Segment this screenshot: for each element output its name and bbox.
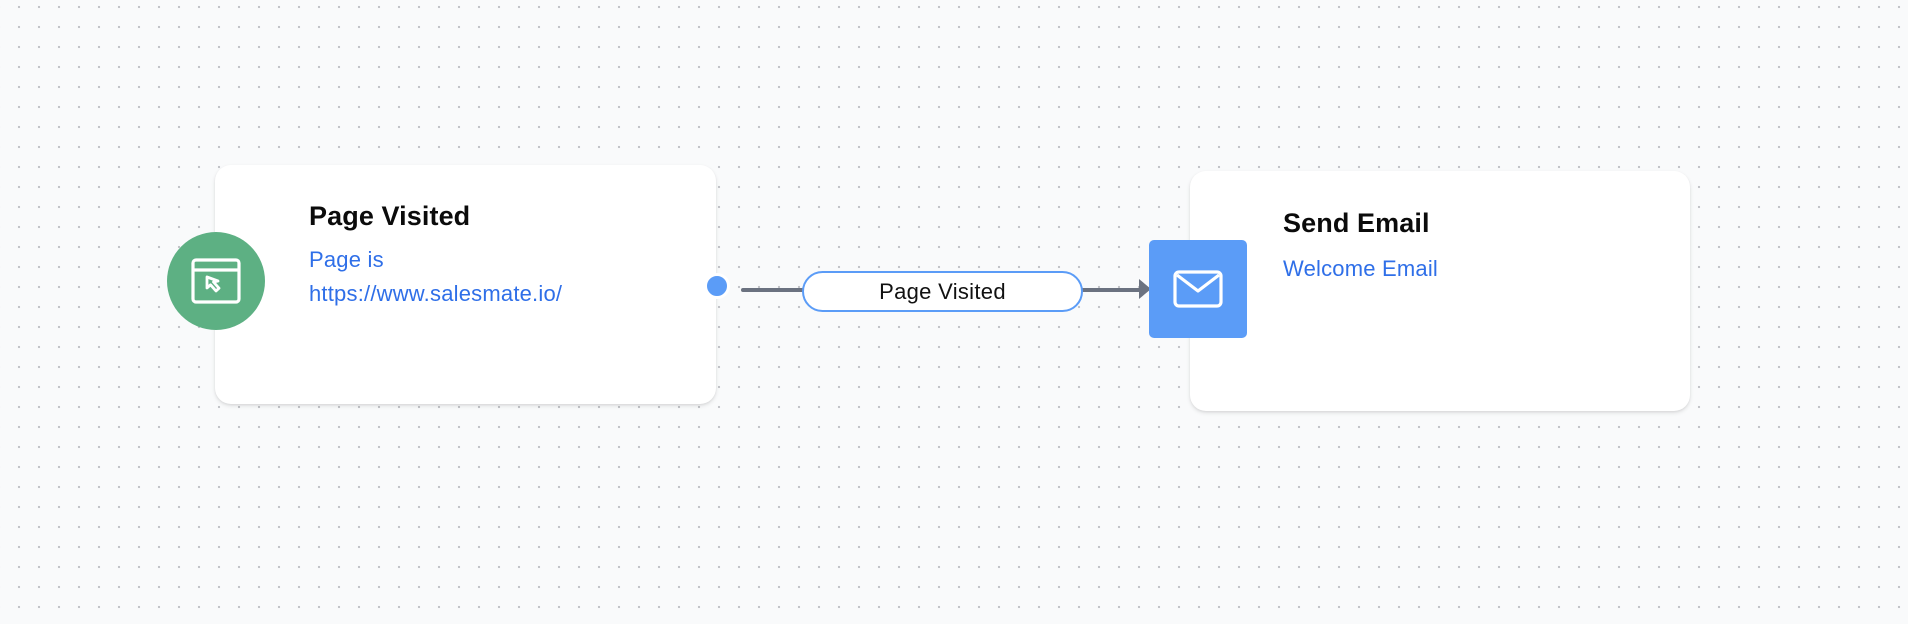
trigger-node-icon[interactable] [167,232,265,330]
action-node-icon[interactable] [1149,240,1247,338]
trigger-node-title: Page Visited [309,201,471,231]
edge-label[interactable]: Page Visited [802,271,1083,312]
action-node-title: Send Email [1283,208,1430,238]
trigger-node-condition[interactable]: Page is https://www.salesmate.io/ [309,243,689,311]
output-handle[interactable] [704,273,730,299]
trigger-condition-line1: Page is [309,247,384,272]
trigger-node-card[interactable]: Page Visited Page is https://www.salesma… [215,165,716,404]
action-node-template[interactable]: Welcome Email [1283,256,1439,281]
trigger-condition-url: https://www.salesmate.io/ [309,281,563,306]
browser-cursor-icon [191,258,241,304]
envelope-icon [1173,270,1223,308]
action-node-card[interactable]: Send Email Welcome Email [1190,171,1690,411]
arrowhead-icon [1139,279,1151,299]
